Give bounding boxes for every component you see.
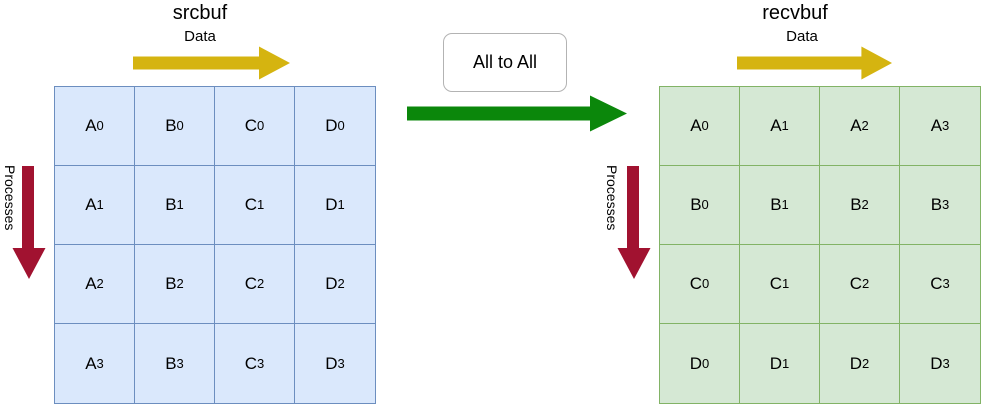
- arrow-down-shape: [617, 166, 651, 279]
- src-processes-label: Processes: [2, 164, 18, 231]
- recv-data-arrow: [737, 46, 893, 80]
- alltoall-box: All to All: [443, 33, 567, 92]
- src-data-arrow: [133, 46, 290, 80]
- src-processes-arrow: [12, 166, 46, 279]
- recv-processes-arrow: [617, 166, 651, 279]
- arrow-right-shape: [407, 95, 627, 132]
- alltoall-arrow: [407, 95, 627, 132]
- recv-data-label: Data: [786, 28, 818, 45]
- src-data-label: Data: [184, 28, 216, 45]
- arrow-down-shape: [12, 166, 46, 279]
- alltoall-box-label: All to All: [472, 52, 538, 72]
- arrow-right-shape: [133, 46, 290, 80]
- arrow-right-shape: [737, 46, 893, 80]
- srcbuf-title: srcbuf: [172, 2, 228, 24]
- recvbuf-title: recvbuf: [762, 2, 828, 24]
- recv-processes-label: Processes: [604, 164, 620, 231]
